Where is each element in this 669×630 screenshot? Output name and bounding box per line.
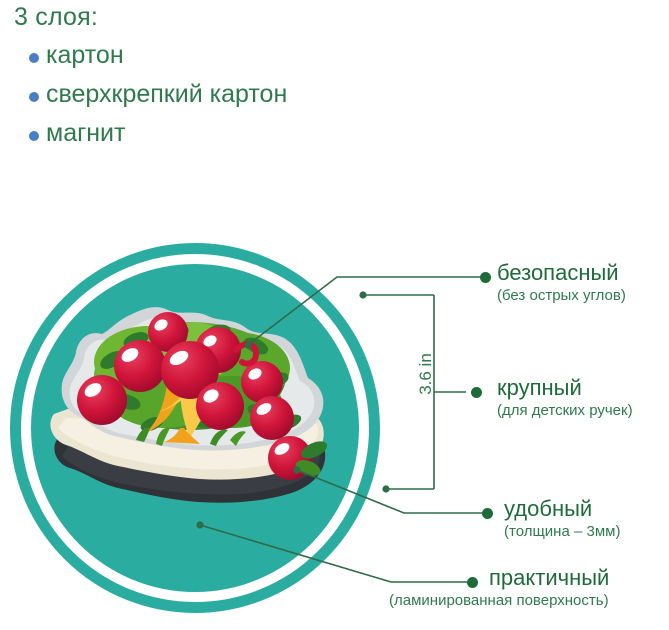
bullet-icon xyxy=(29,53,39,63)
page-title: 3 слоя: xyxy=(14,3,99,31)
list-item: сверхкрепкий картон xyxy=(14,75,434,114)
callout-large: крупный (для детских ручек) xyxy=(471,375,633,420)
teal-outer-ring xyxy=(10,243,380,613)
product-illustration xyxy=(40,288,350,533)
callout-title: безопасный xyxy=(497,260,619,285)
layers-list: картон сверхкрепкий картон магнит xyxy=(14,36,434,153)
callout-practical: практичный (ламинированная поверхность) xyxy=(389,565,610,610)
list-item: магнит xyxy=(14,114,434,153)
callout-bullet-icon xyxy=(471,387,482,398)
grass xyxy=(136,427,246,446)
layer-label: картон xyxy=(46,41,124,69)
callout-title: удобный xyxy=(504,496,593,521)
callout-bullet-icon xyxy=(480,272,491,283)
apples xyxy=(77,312,328,480)
layer-label: магнит xyxy=(46,119,126,147)
callout-bullet-icon xyxy=(482,508,493,519)
layers-header-block: 3 слоя: картон сверхкрепкий картон магни… xyxy=(14,2,434,153)
list-item: картон xyxy=(14,36,434,75)
callout-subtitle: (толщина – 3мм) xyxy=(504,523,621,540)
bullet-icon xyxy=(29,131,39,141)
callout-comfortable: удобный (толщина – 3мм) xyxy=(482,496,621,541)
callout-subtitle: (ламинированная поверхность) xyxy=(389,592,609,609)
callout-safe: безопасный (без острых углов) xyxy=(480,260,626,305)
anchor-dot-dimension-top xyxy=(359,291,367,299)
anchor-dot-dimension-bottom xyxy=(382,485,390,493)
callout-subtitle: (без острых углов) xyxy=(497,287,626,304)
callout-subtitle: (для детских ручек) xyxy=(497,402,633,419)
dimension-label: 3.6 in xyxy=(416,353,435,395)
callout-title: практичный xyxy=(489,565,610,590)
callout-bullet-icon xyxy=(467,577,478,588)
layer-label: сверхкрепкий картон xyxy=(46,80,288,108)
callout-title: крупный xyxy=(497,375,582,400)
bullet-icon xyxy=(29,92,39,102)
